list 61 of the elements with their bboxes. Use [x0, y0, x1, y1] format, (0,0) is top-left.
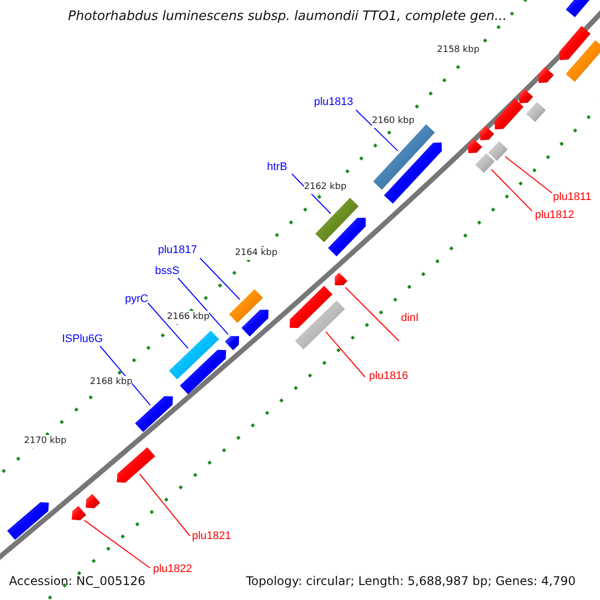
gene-block — [241, 310, 268, 336]
gene-block — [116, 447, 156, 483]
gene-block — [86, 494, 100, 508]
gene-label: plu1821 — [192, 530, 232, 543]
gene-bar — [566, 40, 600, 82]
gene-block — [518, 88, 534, 104]
leader-line — [344, 286, 400, 342]
gene-label: plu1812 — [535, 209, 574, 222]
tick-label: 2160 kbp — [372, 115, 414, 128]
leader-line — [178, 278, 228, 335]
gene-label: ISPlu6G — [62, 333, 103, 346]
gene-label: plu1811 — [553, 191, 592, 204]
gene-block — [468, 138, 482, 154]
gene-block — [384, 142, 442, 204]
gene-block — [290, 286, 332, 328]
gene-block — [72, 506, 86, 520]
gene-bar — [315, 198, 359, 242]
leader-line — [148, 302, 188, 349]
tick-label: 2158 kbp — [437, 44, 480, 57]
tick-label: 2170 kbp — [24, 435, 66, 448]
genome-summary-text: Topology: circular; Length: 5,688,987 bp; Genes: 4,790 — [246, 575, 576, 588]
leader-line — [490, 168, 532, 212]
leader-line — [200, 258, 240, 300]
gene-bar — [475, 153, 495, 173]
gene-block — [566, 0, 590, 18]
tick-label: 2164 kbp — [235, 247, 278, 260]
gene-block — [135, 396, 173, 432]
gene-label: htrB — [267, 161, 288, 174]
leader-line — [325, 331, 366, 378]
gene-block — [224, 336, 239, 350]
tick-label: 2162 kbp — [304, 181, 346, 194]
gene-bar — [295, 300, 345, 350]
gene-block — [7, 502, 49, 540]
gene-block — [494, 98, 524, 130]
leader-line — [504, 156, 552, 194]
gene-label: plu1816 — [369, 370, 408, 383]
gene-block — [480, 126, 494, 140]
gene-label: bssS — [155, 265, 180, 278]
gene-label: dinI — [401, 312, 419, 325]
gene-block — [328, 218, 366, 256]
gene-bar — [526, 102, 546, 122]
gene-block — [538, 67, 554, 83]
gene-label: plu1822 — [153, 563, 192, 576]
leader-line — [84, 520, 150, 568]
gene-block — [334, 272, 348, 286]
gene-label: pyrC — [125, 293, 148, 306]
leader-line — [100, 346, 151, 406]
leader-line — [356, 110, 398, 152]
map-title: Photorhabdus luminescens subsp. laumondii TTO1, complete gen... — [68, 10, 507, 23]
gene-label: plu1817 — [158, 244, 198, 257]
gene-bar — [373, 124, 435, 190]
gene-bar — [488, 141, 508, 161]
accession-text: Accession: NC_005126 — [9, 575, 146, 588]
gene-block — [180, 350, 226, 394]
gene-bar — [168, 330, 220, 380]
leader-line — [139, 474, 190, 536]
tick-label: 2166 kbp — [167, 311, 210, 324]
gene-label: plu1813 — [314, 96, 354, 109]
gene-bar — [229, 289, 263, 323]
gene-block — [559, 26, 591, 60]
tick-label: 2168 kbp — [90, 376, 132, 389]
